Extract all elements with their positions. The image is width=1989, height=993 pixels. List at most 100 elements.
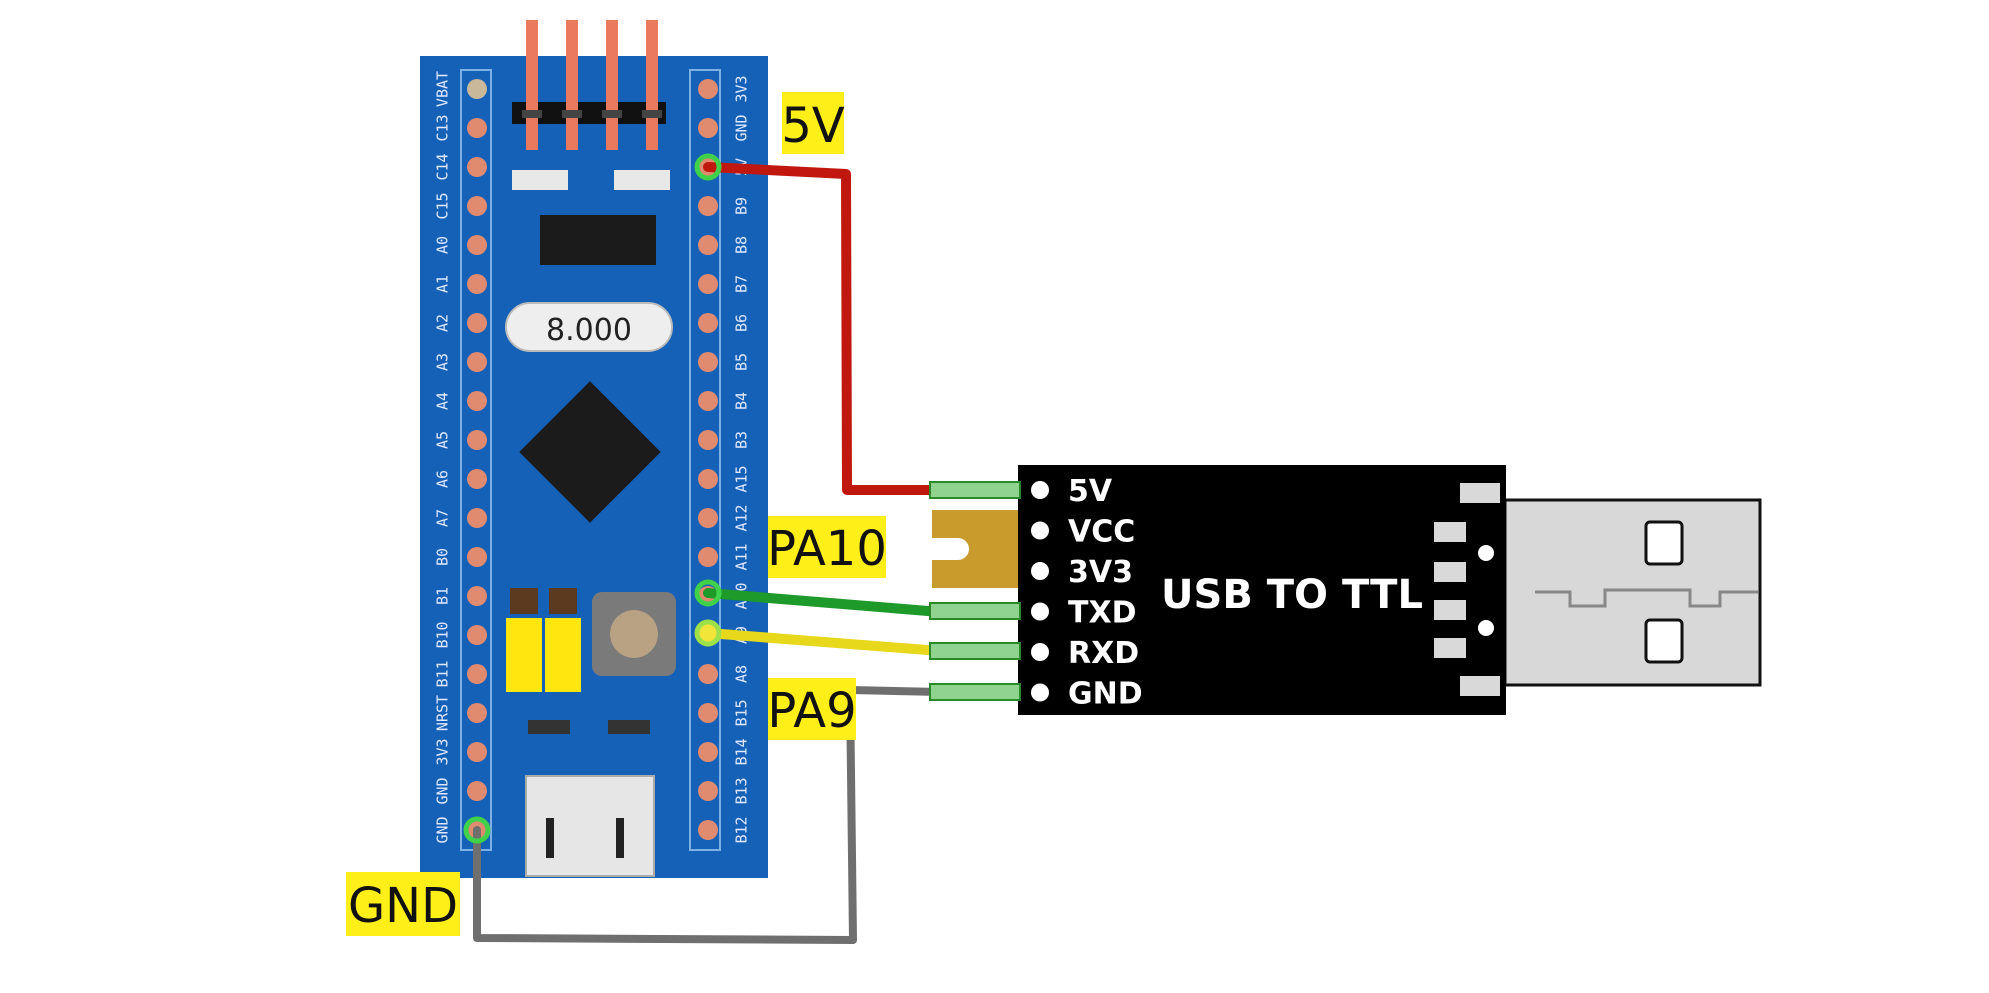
pin-label: A4 — [434, 392, 452, 410]
reset-button — [592, 592, 676, 676]
callout-gnd-text: GND — [348, 878, 458, 934]
adapter-pin-dot — [1031, 562, 1049, 580]
pin-label: A6 — [434, 470, 452, 488]
pin-hole — [467, 547, 487, 567]
wire-connector — [929, 642, 1021, 660]
adapter-pin-dot — [1031, 602, 1049, 621]
callout-5v: 5V — [781, 92, 845, 154]
pin-label: B14 — [733, 738, 751, 765]
wire-connector — [929, 602, 1021, 620]
pin-label: B12 — [733, 816, 751, 843]
pin-hole — [467, 391, 487, 411]
wire-gnd — [473, 686, 944, 944]
pin-hole — [467, 313, 487, 333]
smd-part — [512, 170, 568, 190]
wire-connector — [929, 481, 1021, 499]
adapter-pin-label: TXD — [1068, 596, 1137, 631]
pin-hole — [698, 352, 718, 372]
pin-hole — [698, 118, 718, 138]
smd-part — [614, 170, 670, 190]
callout-pa10: PA10 — [767, 516, 887, 578]
wire-connector — [929, 683, 1021, 701]
adapter-pin-dot — [1031, 643, 1049, 661]
pin-hole — [467, 118, 487, 138]
pin-hole — [467, 664, 487, 684]
pin-label: C13 — [434, 114, 452, 141]
pin-hole — [467, 586, 487, 606]
adapter-body — [1018, 465, 1506, 715]
smd-part — [528, 720, 570, 734]
pin-hole — [467, 742, 487, 762]
pin-label: A8 — [733, 665, 751, 683]
pin-label: B5 — [733, 353, 751, 371]
pin-label: A15 — [733, 465, 751, 492]
pin-label: NRST — [434, 695, 452, 731]
pin-hole — [698, 79, 718, 99]
pin-hole — [698, 508, 718, 528]
pin-hole — [467, 625, 487, 645]
micro-usb-port — [525, 775, 655, 877]
pin-hole — [467, 781, 487, 801]
adapter-pin-dot — [1031, 683, 1049, 702]
pin-label: A11 — [733, 543, 751, 570]
regulator-chip — [540, 215, 656, 265]
pin-label: VBAT — [434, 71, 452, 107]
adapter-pin-label: VCC — [1068, 515, 1135, 550]
crystal — [505, 302, 673, 352]
pin-label: C15 — [434, 192, 452, 219]
pin-label: A2 — [434, 314, 452, 332]
adapter-pin-dot — [1031, 481, 1049, 499]
pin-label: A7 — [434, 509, 452, 527]
pin-label: A12 — [733, 504, 751, 531]
adapter-pin-label: 5V — [1068, 474, 1113, 509]
pin-hole — [698, 430, 718, 450]
pin-label: A3 — [434, 353, 452, 371]
pin-label: C14 — [434, 153, 452, 180]
pin-label: B3 — [733, 431, 751, 449]
wires — [463, 153, 1021, 944]
wire-rx — [703, 628, 945, 656]
left-pin-holes — [467, 79, 487, 840]
pin-label: B8 — [733, 236, 751, 254]
adapter-pin-label: 3V3 — [1068, 555, 1133, 590]
boot-jumpers — [506, 588, 581, 692]
pin-label: B4 — [733, 392, 751, 410]
pin-hole — [698, 703, 718, 723]
right-header-frame — [689, 69, 721, 851]
pin-hole — [698, 781, 718, 801]
callout-pa9-text: PA9 — [767, 683, 856, 739]
pin-hole — [698, 274, 718, 294]
pin-hole — [467, 469, 487, 489]
pin-highlight-5v — [694, 153, 722, 181]
pin-hole — [467, 508, 487, 528]
pin-hole — [698, 547, 718, 567]
pin-hole — [698, 391, 718, 411]
pin-label: B9 — [733, 197, 751, 215]
callout-pa9: PA9 — [767, 678, 857, 740]
top-header — [512, 20, 666, 150]
left-pin-labels: VBATC13C14C15A0A1A2A3A4A5A6A7B0B1B10B11N… — [434, 71, 452, 844]
pin-label: B7 — [733, 275, 751, 293]
pin-hole — [698, 742, 718, 762]
pin-hole — [467, 235, 487, 255]
pin-highlight-gnd — [463, 816, 491, 844]
pin-label: B11 — [434, 660, 452, 687]
pin-hole — [467, 352, 487, 372]
pin-hole — [698, 664, 718, 684]
pin-label: 3V3 — [733, 75, 751, 102]
pin-label: B13 — [733, 777, 751, 804]
adapter-pin-label: RXD — [1068, 636, 1139, 671]
pin-label: A5 — [434, 431, 452, 449]
pin-hole — [467, 196, 487, 216]
pin-hole — [698, 235, 718, 255]
wire-tx — [703, 588, 945, 617]
adapter-pin-label: GND — [1068, 677, 1143, 712]
pin-hole — [698, 313, 718, 333]
pin-hole — [467, 79, 487, 99]
pin-label: B6 — [733, 314, 751, 332]
wire-5v — [703, 162, 945, 495]
pin-label: GND — [434, 777, 452, 804]
